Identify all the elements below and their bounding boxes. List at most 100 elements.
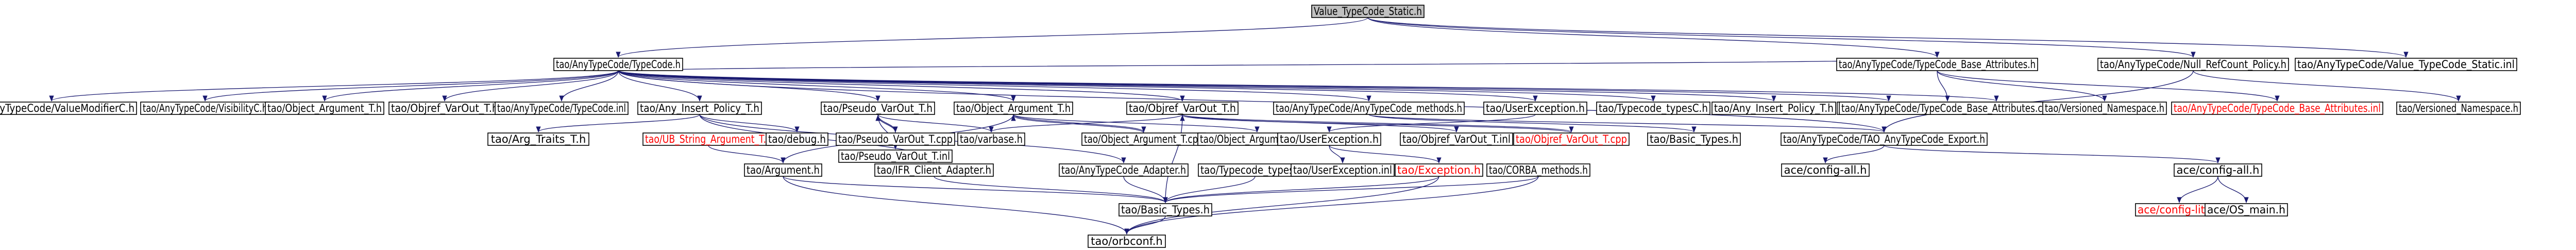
- include-edge: [322, 70, 619, 102]
- include-edge: [1163, 176, 1539, 204]
- file-node-label: tao/AnyTypeCode/TypeCode_Base_Attributes…: [2174, 102, 2381, 115]
- file-node-base-attr-cpp[interactable]: tao/AnyTypeCode/TypeCode_Base_Attributes…: [1839, 102, 2056, 115]
- include-edge: [2217, 176, 2249, 204]
- file-node-box: [487, 132, 589, 146]
- file-node-pseudo-varout-t-cpp[interactable]: tao/Pseudo_VarOut_T.cpp: [836, 132, 955, 146]
- file-node-ace-config-all-h[interactable]: ace/config-all.h: [2174, 163, 2262, 177]
- file-node-userexception-h[interactable]: tao/UserException.h: [1483, 102, 1587, 115]
- include-edge: [699, 114, 800, 133]
- file-node-label: tao/Any_Insert_Policy_T.h: [640, 102, 759, 115]
- file-node-objref-varout-t-inl[interactable]: tao/Objref_VarOut_T.inl: [1400, 132, 1513, 146]
- file-node-label: tao/AnyTypeCode/TypeCode.h: [556, 58, 681, 71]
- file-node-value-static-inl[interactable]: tao/AnyTypeCode/Value_TypeCode_Static.in…: [2295, 58, 2517, 71]
- file-node-label: tao/AnyTypeCode/Null_RefCount_Policy.h: [2100, 58, 2286, 71]
- file-node-objref-varout-t-cpp[interactable]: tao/Objref_VarOut_T.cpp: [1513, 132, 1630, 146]
- file-node-base-attr-h[interactable]: tao/AnyTypeCode/TypeCode_Base_Attributes…: [1836, 58, 2038, 71]
- file-node-corba-methods-h[interactable]: tao/CORBA_methods.h: [1486, 163, 1590, 177]
- file-node-object-argument-t-h[interactable]: tao/Object_Argument_T.h: [954, 102, 1073, 115]
- file-node-visibilityc-h[interactable]: tao/AnyTypeCode/VisibilityC.h: [140, 102, 270, 115]
- file-node-label: tao/Pseudo_VarOut_T.inl: [841, 150, 950, 163]
- file-node-valuemodifierc-h[interactable]: tao/AnyTypeCode/ValueModifierC.h: [0, 102, 137, 115]
- include-edge: [877, 114, 994, 133]
- file-node-anytypecode-adapter-h[interactable]: tao/AnyTypeCode_Adapter.h: [1059, 163, 1189, 177]
- file-node-label: tao/Arg_Traits_T.h: [491, 133, 586, 146]
- file-node-box: [874, 163, 994, 177]
- file-node-box: [1781, 163, 1870, 177]
- file-node-typecode-typesc-h-top[interactable]: tao/Typecode_typesC.h: [1596, 102, 1710, 115]
- include-edge: [442, 70, 619, 102]
- file-node-label: tao/Basic_Types.h: [1650, 133, 1738, 146]
- include-edge: [1163, 176, 1439, 204]
- file-node-box: [2295, 58, 2517, 71]
- dependency-edges: [49, 17, 2461, 235]
- file-node-basic-types-h-r[interactable]: tao/Basic_Types.h: [1647, 132, 1741, 146]
- include-edge: [1367, 17, 1940, 58]
- include-edge: [1329, 145, 1442, 164]
- file-node-ace-config-all-h-l[interactable]: ace/config-all.h: [1781, 163, 1870, 177]
- file-node-box: [1395, 163, 1483, 177]
- file-node-label: tao/varbase.h: [960, 133, 1023, 145]
- file-node-label: tao/Objref_VarOut_T.cpp: [1516, 133, 1627, 146]
- file-node-ub-string-argument-t-h[interactable]: tao/UB_String_Argument_T.h: [642, 132, 774, 146]
- file-node-versioned-ns-h2[interactable]: tao/Versioned_Namespace.h: [2396, 102, 2521, 115]
- file-node-box: [1836, 58, 2038, 71]
- include-edge: [1823, 145, 1885, 164]
- file-node-base-attr-inl[interactable]: tao/AnyTypeCode/TypeCode_Base_Attributes…: [2171, 102, 2383, 115]
- file-node-label: tao/Object_Argument_T.h: [267, 102, 382, 115]
- file-node-any-insert-policy-t-h2[interactable]: tao/Any_Insert_Policy_T.h: [1711, 102, 1836, 115]
- include-edge: [1124, 215, 1166, 235]
- file-node-exception-h[interactable]: tao/Exception.h: [1395, 163, 1483, 177]
- file-node-box: [0, 102, 137, 115]
- include-edge: [1367, 17, 2196, 58]
- file-node-tao-anytypecode-export-h[interactable]: tao/AnyTypeCode/TAO_AnyTypeCode_Export.h: [1781, 132, 1988, 146]
- file-node-varbase-h[interactable]: tao/varbase.h: [957, 132, 1025, 146]
- file-node-anytypecode-methods-h[interactable]: tao/AnyTypeCode/AnyTypeCode_methods.h: [1273, 102, 1465, 115]
- include-edge: [559, 70, 619, 102]
- file-node-userexception-inl[interactable]: tao/UserException.inl: [1291, 163, 1395, 177]
- file-node-label: tao/AnyTypeCode/TypeCode_Base_Attributes…: [1841, 102, 2054, 115]
- file-node-label: ace/OS_main.h: [2207, 204, 2285, 216]
- file-node-argument-h[interactable]: tao/Argument.h: [744, 163, 822, 177]
- file-node-label: tao/CORBA_methods.h: [1489, 164, 1588, 177]
- file-node-arg-traits-t-h[interactable]: tao/Arg_Traits_T.h: [487, 132, 589, 146]
- file-node-versioned-ns-h[interactable]: tao/Versioned_Namespace.h: [2042, 102, 2167, 115]
- file-node-typecode-h[interactable]: tao/AnyTypeCode/TypeCode.h: [553, 58, 683, 71]
- file-node-box: [1059, 163, 1189, 177]
- file-node-objref-varout-t-h-l[interactable]: tao/Objref_VarOut_T.h: [388, 102, 501, 115]
- file-node-box: [744, 163, 822, 177]
- file-node-label: tao/Pseudo_VarOut_T.h: [823, 102, 933, 115]
- file-node-label: tao/UB_String_Argument_T.h: [645, 133, 772, 146]
- file-node-box: [1400, 132, 1513, 146]
- file-node-root[interactable]: Value_TypeCode_Static.h: [1311, 5, 1425, 18]
- file-node-object-argument-t-cpp[interactable]: tao/Object_Argument_T.cpp: [1081, 132, 1206, 146]
- include-edge: [1327, 114, 1536, 133]
- file-node-ifr-client-adapter-h[interactable]: tao/IFR_Client_Adapter.h: [874, 163, 994, 177]
- file-node-box: [1513, 132, 1630, 146]
- file-node-ace-os-main-h[interactable]: ace/OS_main.h: [2205, 203, 2288, 216]
- file-node-typecode-inl[interactable]: tao/AnyTypeCode/TypeCode.inl: [495, 102, 629, 115]
- file-node-debug-h[interactable]: tao/debug.h: [766, 132, 828, 146]
- include-edge: [49, 70, 619, 102]
- file-node-pseudo-varout-t-inl[interactable]: tao/Pseudo_VarOut_T.inl: [838, 149, 953, 163]
- file-node-label: tao/Object_Argument_T.h: [956, 102, 1071, 115]
- include-edge: [783, 176, 1168, 204]
- include-edge: [1368, 114, 1697, 133]
- file-node-object-argument-t-h-l[interactable]: tao/Object_Argument_T.h: [265, 102, 384, 115]
- include-edge: [616, 17, 1368, 58]
- file-node-orbconf-h[interactable]: tao/orbconf.h: [1088, 235, 1166, 248]
- file-node-box: [2174, 163, 2262, 177]
- include-edge: [618, 70, 1016, 102]
- file-nodes: Value_TypeCode_Static.h tao/AnyTypeCode/T…: [0, 5, 2521, 248]
- file-node-userexception-h2[interactable]: tao/UserException.h: [1277, 132, 1381, 146]
- file-node-box: [821, 102, 935, 115]
- file-node-label: tao/Objref_VarOut_T.h: [1129, 102, 1236, 115]
- include-edge: [618, 70, 1655, 102]
- file-node-basic-types-h[interactable]: tao/Basic_Types.h: [1118, 203, 1212, 216]
- file-node-box: [1839, 102, 2056, 115]
- file-node-any-insert-policy-t-h[interactable]: tao/Any_Insert_Policy_T.h: [637, 102, 762, 115]
- file-node-pseudo-varout-t-h[interactable]: tao/Pseudo_VarOut_T.h: [821, 102, 935, 115]
- file-node-objref-varout-t-h[interactable]: tao/Objref_VarOut_T.h: [1126, 102, 1239, 115]
- file-node-label: tao/AnyTypeCode/Value_TypeCode_Static.in…: [2297, 58, 2515, 71]
- file-node-null-refcount-h[interactable]: tao/AnyTypeCode/Null_RefCount_Policy.h: [2097, 58, 2289, 71]
